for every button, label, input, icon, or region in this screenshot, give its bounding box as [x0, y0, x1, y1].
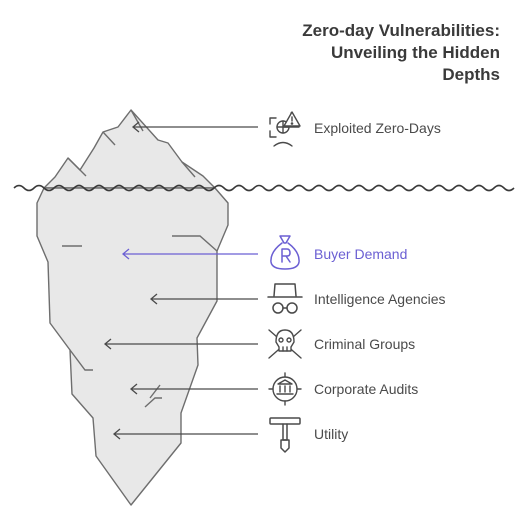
label-corporate-audits: Corporate Audits [314, 381, 419, 397]
label-intelligence-agencies: Intelligence Agencies [314, 291, 446, 307]
iceberg-tip-detail [67, 109, 196, 178]
bank-target-icon [268, 372, 302, 406]
connector-utility [112, 428, 258, 440]
title-line-1: Zero-day Vulnerabilities: [302, 21, 500, 40]
skull-crossbones-icon [268, 329, 302, 359]
label-buyer-demand: Buyer Demand [314, 246, 408, 262]
iceberg-body-detail [62, 235, 218, 408]
label-exploited-zero-days: Exploited Zero-Days [314, 120, 441, 136]
money-bag-icon [270, 235, 300, 270]
connector-criminal [103, 338, 258, 350]
connector-exploited [131, 121, 258, 133]
connector-intelligence [149, 293, 258, 305]
label-criminal-groups: Criminal Groups [314, 336, 416, 352]
iceberg-body [36, 187, 229, 506]
title-line-3: Depths [442, 65, 500, 84]
iceberg-tip [43, 109, 216, 189]
wrench-tool-icon [269, 417, 301, 453]
spy-icon [267, 283, 303, 314]
connector-buyer [121, 248, 258, 260]
warning-network-icon [269, 111, 301, 147]
label-utility: Utility [314, 426, 349, 442]
water-line [13, 184, 515, 192]
diagram-title: Zero-day Vulnerabilities: Unveiling the … [302, 20, 500, 86]
connector-corporate [129, 383, 258, 395]
title-line-2: Unveiling the Hidden [330, 43, 500, 62]
